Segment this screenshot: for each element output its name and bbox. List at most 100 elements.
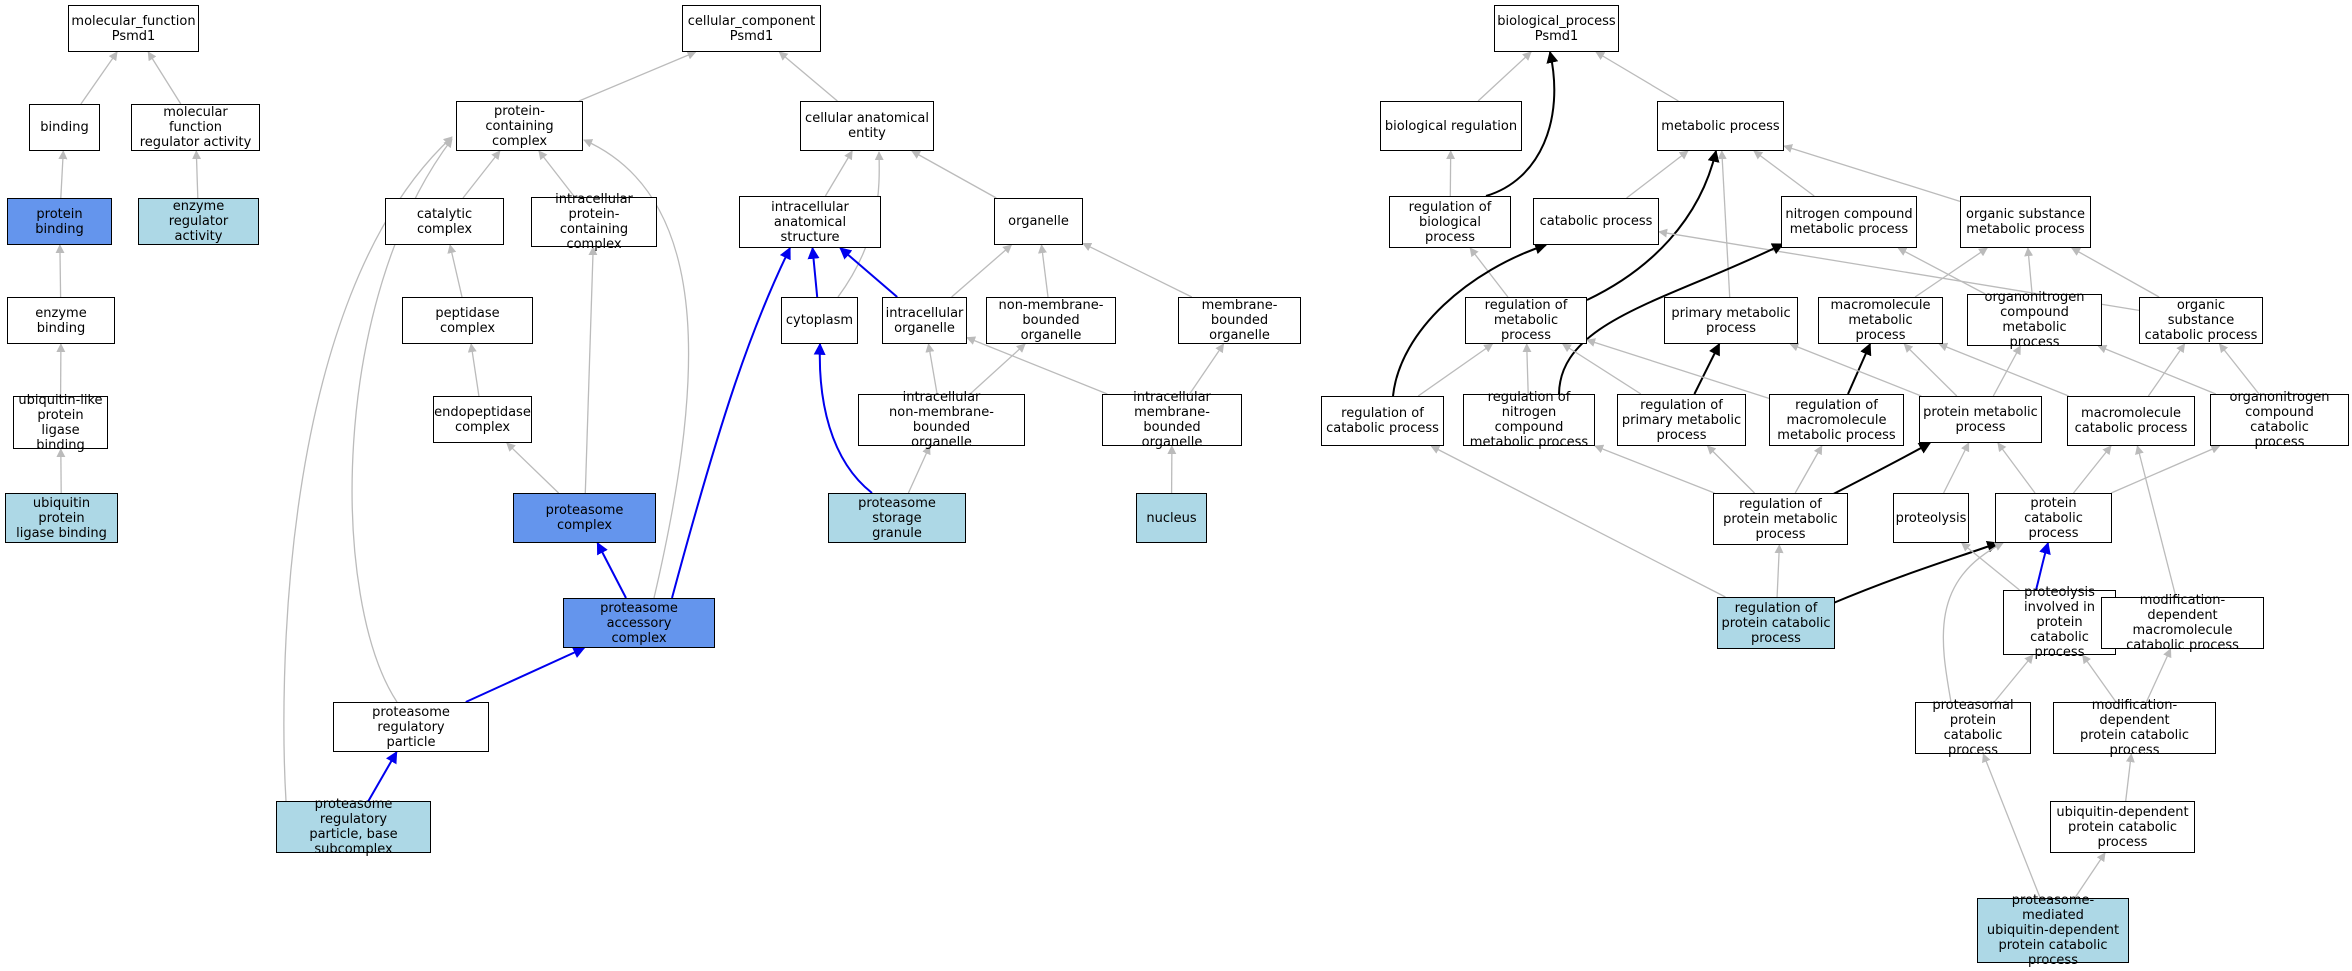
edge-ncmp-to-metab — [1753, 150, 1815, 197]
term-node-protcx[interactable]: proteasome complex — [513, 493, 656, 543]
edge-proteolysis-to-protmet — [1943, 442, 1970, 494]
edge-maccat-to-oscp — [2147, 343, 2186, 397]
term-node-inmbo[interactable]: intracellular non-membrane-bounded organ… — [858, 390, 1025, 450]
term-node-mdmcp[interactable]: modification-dependent macromolecule cat… — [2101, 593, 2264, 653]
term-node-cae[interactable]: cellular anatomical entity — [800, 101, 934, 151]
edge-regmet-to-metab — [1586, 149, 1720, 301]
term-node-protbind[interactable]: protein binding — [7, 198, 112, 245]
term-node-ncmp[interactable]: nitrogen compound metabolic process — [1781, 196, 1917, 248]
term-node-catcx[interactable]: catalytic complex — [385, 198, 504, 245]
term-node-pepcx[interactable]: peptidase complex — [402, 297, 533, 344]
edge-pac-to-protcx — [596, 541, 627, 599]
term-node-ipcc[interactable]: intracellular protein-containing complex — [531, 192, 657, 252]
term-node-enzbind[interactable]: enzyme binding — [7, 297, 115, 344]
edge-mdmcp-to-maccat — [2135, 445, 2177, 598]
term-node-regbio[interactable]: regulation of biological process — [1389, 196, 1511, 248]
edge-psg-to-cyto — [813, 342, 873, 494]
term-node-intorg[interactable]: intracellular organelle — [882, 297, 967, 344]
term-node-regmac[interactable]: regulation of macromolecule metabolic pr… — [1769, 394, 1904, 446]
term-node-bioreg[interactable]: biological regulation — [1380, 101, 1522, 151]
term-node-regprotmet[interactable]: regulation of protein metabolic process — [1713, 493, 1848, 545]
edge-mdpcp-to-mdmcp — [2145, 648, 2172, 703]
term-node-prp[interactable]: proteasome regulatory particle — [333, 702, 489, 752]
edge-regprim-to-primmet — [1693, 342, 1721, 395]
edge-regncmp-to-regmet — [1522, 343, 1532, 395]
term-node-proteolysis[interactable]: proteolysis — [1893, 493, 1969, 543]
term-node-pmudp[interactable]: proteasome-mediated ubiquitin-dependent … — [1977, 893, 2129, 968]
edge-regncmp-to-ncmp — [1558, 243, 1785, 395]
edge-proteopcp-to-proteolysis — [1961, 542, 2020, 591]
term-node-binding[interactable]: binding — [29, 104, 100, 151]
term-node-proteopcp[interactable]: proteolysis involved in protein cataboli… — [2003, 585, 2116, 660]
edge-primmet-to-metab — [1717, 150, 1731, 298]
edge-oncmp-to-ncmp — [1897, 247, 1986, 295]
term-node-mbo[interactable]: membrane-bounded organelle — [1178, 297, 1301, 344]
term-node-psg[interactable]: proteasome storage granule — [828, 493, 966, 543]
term-node-bp[interactable]: biological_process Psmd1 — [1494, 5, 1619, 52]
edge-regprotcat-to-protcat — [1830, 540, 2000, 605]
term-node-ias[interactable]: intracellular anatomical structure — [739, 196, 881, 248]
term-node-cc[interactable]: cellular_component Psmd1 — [682, 5, 821, 52]
term-node-metab[interactable]: metabolic process — [1657, 101, 1784, 151]
term-node-mf[interactable]: molecular_function Psmd1 — [68, 5, 199, 52]
edge-protcx-to-ipcc — [584, 246, 598, 494]
term-node-imbo[interactable]: intracellular membrane-bounded organelle — [1102, 390, 1242, 450]
edge-psg-to-inmbo — [907, 445, 931, 494]
term-node-cyto[interactable]: cytoplasm — [781, 297, 858, 344]
edge-endopep-to-pepcx — [467, 343, 480, 397]
edge-protmet-to-macmet — [1903, 343, 1958, 397]
edge-ias-to-cae — [824, 150, 853, 197]
term-node-mfreg[interactable]: molecular function regulator activity — [131, 104, 260, 151]
term-node-enzreg[interactable]: enzyme regulator activity — [138, 198, 259, 245]
edge-protcx-to-endopep — [506, 442, 560, 494]
edge-regcat-to-catab — [1392, 242, 1548, 397]
edge-intorg-to-ias — [839, 247, 898, 298]
edge-organelle-to-cae — [911, 150, 997, 199]
term-node-catab[interactable]: catabolic process — [1533, 198, 1659, 245]
edge-intorg-to-organelle — [951, 244, 1013, 298]
edge-pcc-to-cc — [578, 50, 697, 102]
term-node-protcat[interactable]: protein catabolic process — [1995, 493, 2112, 543]
term-node-prpb[interactable]: proteasome regulatory particle, base sub… — [276, 797, 431, 857]
term-node-mdpcp[interactable]: modification-dependent protein catabolic… — [2053, 698, 2216, 758]
edge-regprotcat-to-regcat — [1430, 445, 1726, 598]
term-node-ublig[interactable]: ubiquitin-like protein ligase binding — [13, 393, 108, 453]
term-node-regprim[interactable]: regulation of primary metabolic process — [1617, 394, 1746, 446]
edge-regprim-to-regmet — [1561, 343, 1642, 395]
term-node-pac[interactable]: proteasome accessory complex — [563, 598, 715, 648]
term-node-regprotcat[interactable]: regulation of protein catabolic process — [1717, 597, 1835, 649]
term-node-regmet[interactable]: regulation of metabolic process — [1465, 297, 1587, 344]
edge-prp-to-pac — [465, 647, 586, 703]
term-node-maccat[interactable]: macromolecule catabolic process — [2067, 396, 2195, 446]
edge-pac-to-pcc — [583, 139, 690, 599]
term-node-endopep[interactable]: endopeptidase complex — [433, 396, 532, 443]
term-node-oncmp[interactable]: organonitrogen compound metabolic proces… — [1967, 290, 2102, 350]
term-node-oscp[interactable]: organic substance catabolic process — [2139, 297, 2263, 344]
edge-protcat-to-protmet — [1997, 442, 2036, 494]
term-node-ppcp[interactable]: proteasomal protein catabolic process — [1915, 698, 2031, 758]
edge-udpcp-to-mdpcp — [2125, 753, 2135, 802]
term-node-udpcp[interactable]: ubiquitin-dependent protein catabolic pr… — [2050, 801, 2195, 853]
edge-ppcp-to-proteopcp — [1993, 654, 2034, 703]
edge-regprotmet-to-regncmp — [1594, 444, 1715, 494]
term-node-protmet[interactable]: protein metabolic process — [1919, 396, 2042, 443]
term-node-onccp[interactable]: organonitrogen compound catabolic proces… — [2210, 390, 2349, 450]
term-node-nmbo[interactable]: non-membrane-bounded organelle — [986, 297, 1116, 344]
term-node-nucleus[interactable]: nucleus — [1136, 493, 1207, 543]
edge-osmp-to-metab — [1783, 144, 1961, 203]
edge-mdpcp-to-proteopcp — [2082, 654, 2117, 703]
edge-pmudp-to-ppcp — [1982, 753, 2041, 899]
edge-mfreg-to-mf — [147, 51, 182, 105]
term-node-regncmp[interactable]: regulation of nitrogen compound metaboli… — [1463, 390, 1595, 450]
term-node-ubprot[interactable]: ubiquitin protein ligase binding — [5, 493, 118, 543]
term-node-osmp[interactable]: organic substance metabolic process — [1960, 196, 2091, 248]
term-node-primmet[interactable]: primary metabolic process — [1664, 297, 1798, 344]
term-node-pcc[interactable]: protein-containing complex — [456, 101, 583, 151]
term-node-macmet[interactable]: macromolecule metabolic process — [1818, 297, 1943, 344]
edge-regmac-to-macmet — [1847, 342, 1872, 395]
edge-imbo-to-mbo — [1189, 343, 1225, 395]
edge-prpb-to-prp — [367, 750, 398, 802]
term-node-organelle[interactable]: organelle — [994, 198, 1083, 245]
term-node-regcat[interactable]: regulation of catabolic process — [1321, 396, 1444, 446]
edge-regmet-to-regbio — [1469, 247, 1509, 298]
